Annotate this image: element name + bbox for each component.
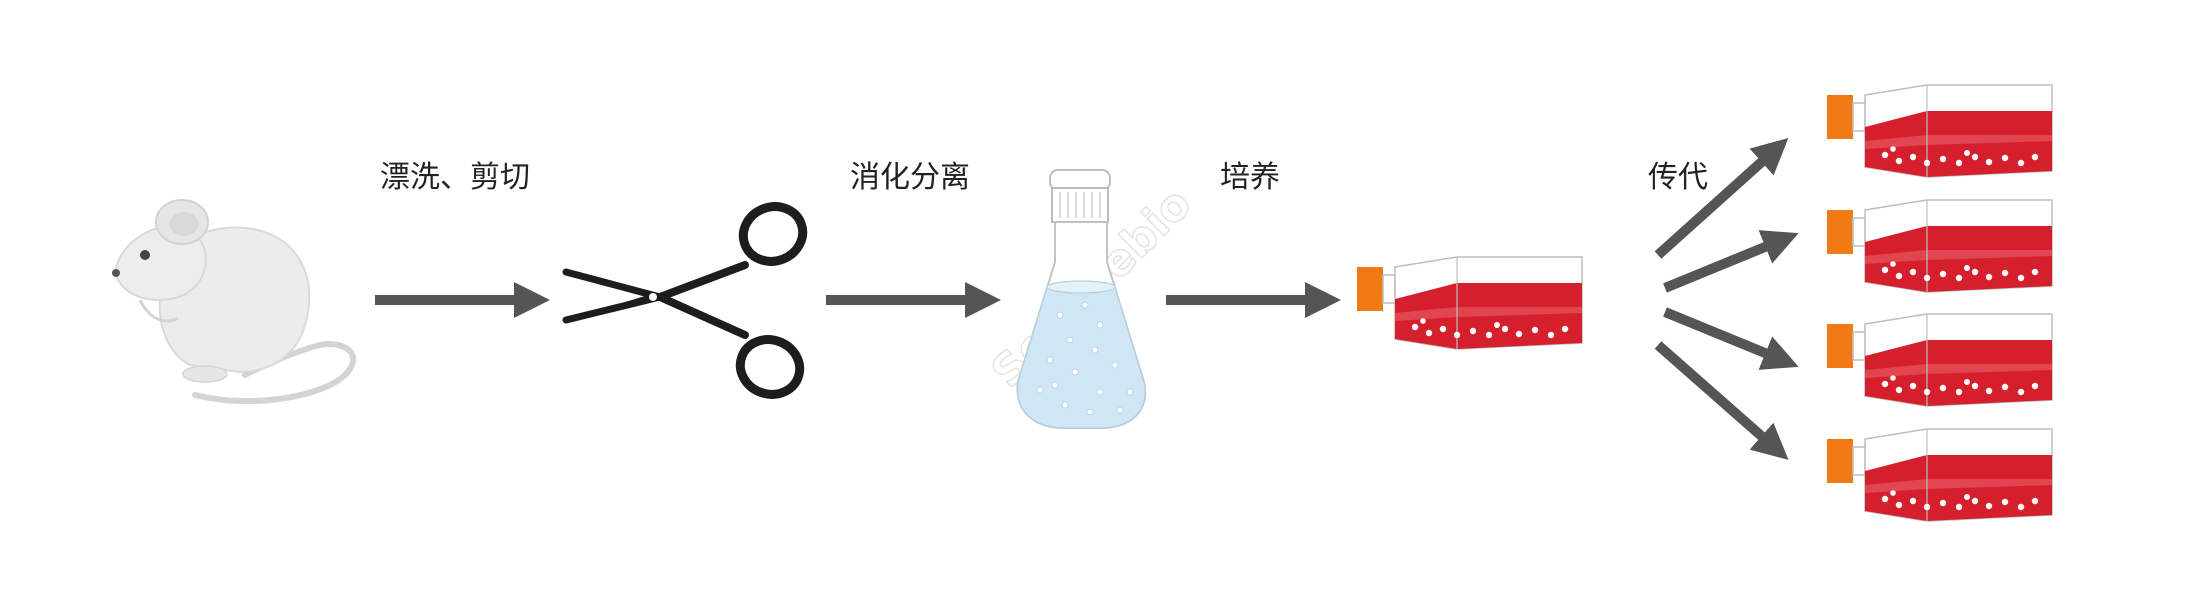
- scissors-icon: [562, 202, 808, 399]
- passage-flask-4-icon: [1826, 428, 2053, 522]
- branch-arrow-2: [1663, 230, 1799, 293]
- step-label-passage: 传代: [1648, 160, 1708, 195]
- step-label-digest: 消化分离: [850, 160, 970, 195]
- branch-arrow-4: [1654, 341, 1789, 460]
- erlenmeyer-flask-icon: [1016, 169, 1147, 429]
- passage-flask-2-icon: [1826, 199, 2053, 293]
- culture-flask-icon: [1356, 256, 1583, 350]
- step-label-wash-cut: 漂洗、剪切: [380, 160, 530, 195]
- branch-arrow-1: [1654, 137, 1789, 259]
- branch-arrow-3: [1663, 307, 1799, 370]
- step-label-culture: 培养: [1220, 160, 1280, 195]
- branch-arrows: [1654, 137, 1799, 460]
- passage-flask-1-icon: [1826, 84, 2053, 178]
- mouse-icon: [112, 199, 356, 405]
- passage-flask-3-icon: [1826, 313, 2053, 407]
